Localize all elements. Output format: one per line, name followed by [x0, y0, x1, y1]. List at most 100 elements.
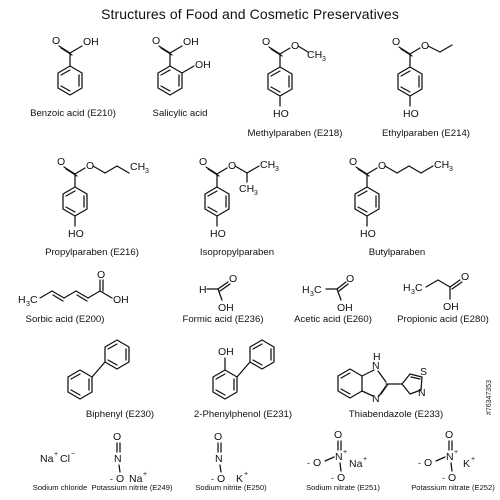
svg-text:3: 3 — [411, 289, 415, 296]
atom-o: O — [334, 429, 342, 441]
propionic-acid-structure: H 3 C O OH — [403, 271, 469, 313]
svg-text:-: - — [331, 473, 334, 483]
atom-nh: H — [373, 351, 381, 363]
label-ethylparaben: Ethylparaben (E214) — [382, 128, 470, 139]
biphenyl-structure — [67, 339, 130, 400]
label-benzoic-acid: Benzoic acid (E210) — [30, 108, 116, 119]
atom-ho: HO — [360, 228, 376, 240]
atom-o: O — [448, 472, 456, 484]
propylparaben-structure: O O CH 3 HO — [57, 156, 149, 240]
atom-o: O — [392, 36, 400, 48]
atom-ho: HO — [403, 108, 419, 120]
atom-o: O — [217, 473, 225, 485]
atom-oh: OH — [443, 301, 459, 313]
potassium-nitrate-structure: O N + O - O - K + — [418, 429, 475, 484]
label-sodium-nitrate: Sodium nitrate (E251) — [306, 483, 380, 492]
label-thiabendazole: Thiabendazole (E233) — [348, 409, 444, 420]
svg-text:+: + — [343, 449, 347, 456]
atom-ch3: CH — [307, 49, 322, 61]
svg-text:C: C — [415, 282, 423, 294]
svg-text:3: 3 — [26, 301, 30, 308]
atom-o: O — [199, 156, 207, 168]
label-biphenyl: Biphenyl (E230) — [85, 409, 155, 420]
atom-o: O — [57, 156, 65, 168]
2-phenylphenol-structure: OH — [212, 339, 275, 400]
benzoic-acid-structure: O OH — [52, 35, 99, 96]
atom-na: Na — [349, 458, 363, 470]
atom-o: O — [461, 271, 469, 283]
atom-o: O — [113, 431, 121, 443]
atom-o: O — [337, 472, 345, 484]
atom-oh: OH — [113, 294, 129, 306]
atom-ch3: CH — [130, 161, 145, 173]
atom-o: O — [424, 457, 432, 469]
diagram-title: Structures of Food and Cosmetic Preserva… — [101, 6, 399, 22]
label-potassium-nitrite: Potassium nitrite (E249) — [91, 483, 173, 492]
thiabendazole-structure: N H N S N — [337, 351, 427, 405]
atom-o: O — [313, 457, 321, 469]
svg-text:+: + — [454, 449, 458, 456]
atom-h3c: H — [18, 294, 26, 306]
atom-oh: OH — [337, 302, 353, 314]
atom-o: O — [152, 35, 160, 47]
atom-n: N — [335, 451, 343, 463]
atom-o: O — [346, 273, 354, 285]
atom-na: Na — [40, 453, 54, 465]
atom-ch3: CH — [239, 183, 254, 195]
atom-o: O — [97, 269, 105, 281]
atom-o: O — [228, 160, 236, 172]
atom-h: H — [199, 284, 207, 296]
atom-n: N — [215, 453, 223, 465]
watermark-id: #76347353 — [486, 380, 493, 416]
sodium-nitrate-structure: O N + O - O - Na + — [307, 429, 367, 484]
atom-o: O — [349, 156, 357, 168]
label-isopropylparaben: Isopropylparaben — [199, 247, 275, 258]
atom-n: N — [446, 451, 454, 463]
acetic-acid-structure: H 3 C O OH — [302, 273, 354, 314]
atom-k: K — [463, 458, 470, 470]
svg-text:-: - — [211, 474, 214, 484]
label-butylparaben: Butylparaben — [368, 247, 426, 258]
atom-n: N — [372, 393, 380, 405]
atom-ch3: CH — [434, 159, 449, 171]
atom-o: O — [229, 273, 237, 285]
svg-text:3: 3 — [145, 168, 149, 175]
atom-o: O — [214, 431, 222, 443]
atom-oh: OH — [183, 36, 199, 48]
svg-text:+: + — [363, 456, 367, 463]
atom-o: O — [116, 473, 124, 485]
sodium-chloride-structure: Na + Cl − — [40, 451, 75, 465]
svg-text:3: 3 — [449, 166, 453, 173]
label-potassium-nitrate: Potassium nitrate (E252) — [411, 483, 495, 492]
atom-o: O — [262, 36, 270, 48]
svg-text:+: + — [471, 456, 475, 463]
atom-oh: OH — [218, 302, 234, 314]
atom-h3c: H — [403, 282, 411, 294]
atom-o: O — [86, 160, 94, 172]
label-sorbic-acid: Sorbic acid (E200) — [25, 314, 105, 325]
atom-ho: HO — [273, 108, 289, 120]
atom-n: N — [418, 387, 426, 399]
potassium-nitrite-structure: O N O - Na + — [110, 431, 147, 485]
svg-text:3: 3 — [310, 291, 314, 298]
atom-n: N — [372, 360, 380, 372]
atom-o: O — [378, 160, 386, 172]
svg-text:C: C — [314, 284, 322, 296]
label-salicylic-acid: Salicylic acid — [152, 108, 208, 119]
ethylparaben-structure: O O HO — [392, 36, 453, 120]
label-methylparaben: Methylparaben (E218) — [247, 128, 343, 139]
atom-h3c: H — [302, 284, 310, 296]
atom-o: O — [291, 40, 299, 52]
atom-oh: OH — [195, 59, 211, 71]
label-sodium-chloride: Sodium chloride — [32, 483, 88, 492]
svg-text:−: − — [71, 451, 75, 458]
salicylic-acid-structure: O OH OH — [152, 35, 211, 96]
atom-ch3: CH — [260, 159, 275, 171]
atom-o: O — [445, 429, 453, 441]
formic-acid-structure: H O OH — [199, 273, 237, 314]
atom-o: O — [421, 40, 429, 52]
atom-na: Na — [129, 473, 143, 485]
atom-oh: OH — [218, 346, 234, 358]
